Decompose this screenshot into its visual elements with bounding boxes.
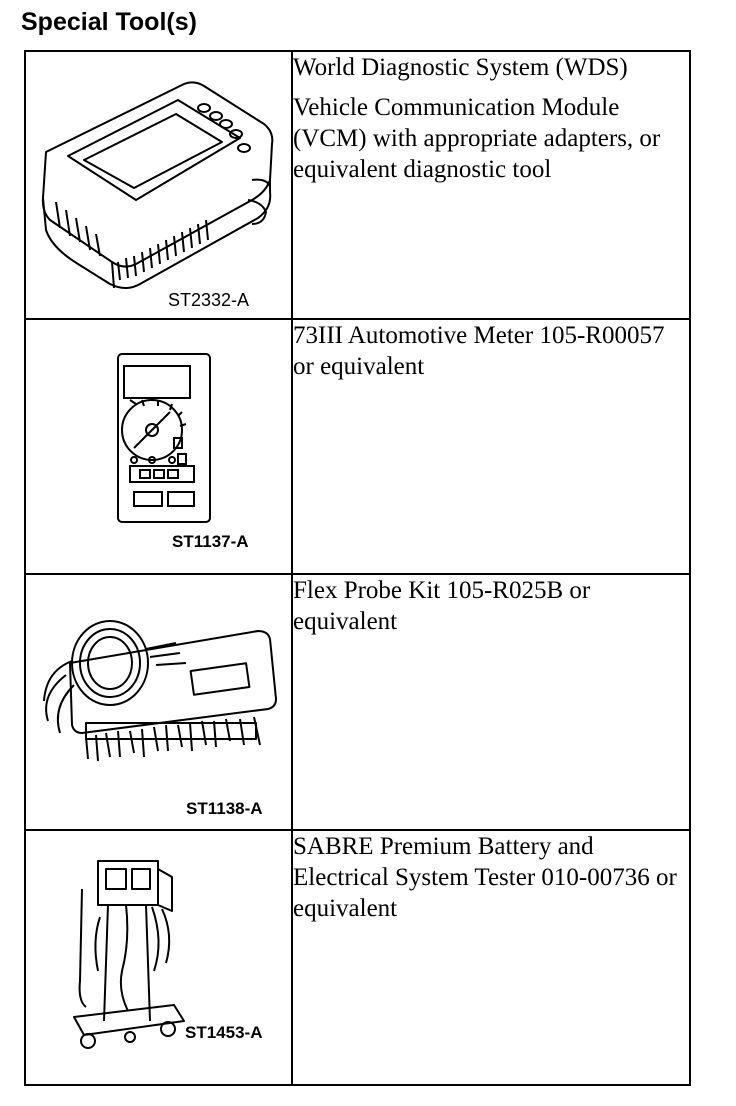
tool-description: Flex Probe Kit 105-R025B or equivalent: [293, 577, 591, 635]
diagnostic-scan-tool-icon: [41, 81, 274, 289]
battery-tester-cart-icon: [73, 860, 185, 1049]
special-tools-table: ST2332-A World Diagnostic System (WDS) V…: [24, 50, 691, 1086]
tool-description-cell: Flex Probe Kit 105-R025B or equivalent: [291, 573, 691, 831]
flex-probe-kit-icon: [43, 620, 277, 762]
page-title: Special Tool(s): [21, 8, 197, 36]
tool-illustration-cell: ST1138-A: [24, 573, 293, 831]
table-row: ST1453-A SABRE Premium Battery and Elect…: [24, 829, 691, 1086]
figure-code: ST2332-A: [168, 290, 250, 310]
tool-description: SABRE Premium Battery and Electrical Sys…: [293, 833, 677, 922]
figure-code: ST1138-A: [186, 799, 263, 818]
tool-description-cell: SABRE Premium Battery and Electrical Sys…: [291, 829, 691, 1086]
multimeter-icon: [117, 353, 211, 523]
figure-code: ST1137-A: [172, 532, 249, 551]
tool-description-cell: 73III Automotive Meter 105-R00057 or equ…: [291, 318, 691, 575]
tool-illustration-cell: ST1453-A: [24, 829, 293, 1086]
tool-description: Vehicle Communication Module (VCM) with …: [293, 94, 661, 183]
table-row: ST2332-A World Diagnostic System (WDS) V…: [24, 50, 691, 320]
table-row: ST1138-A Flex Probe Kit 105-R025B or equ…: [24, 573, 691, 831]
figure-code: ST1453-A: [185, 1023, 263, 1042]
tool-illustration-cell: ST1137-A: [24, 318, 293, 575]
tool-name: World Diagnostic System (WDS): [293, 54, 628, 81]
tool-illustration-cell: ST2332-A: [24, 50, 293, 320]
table-row: ST1137-A 73III Automotive Meter 105-R000…: [24, 318, 691, 575]
tool-description-cell: World Diagnostic System (WDS) Vehicle Co…: [291, 50, 691, 320]
tool-description: 73III Automotive Meter 105-R00057 or equ…: [293, 322, 665, 380]
